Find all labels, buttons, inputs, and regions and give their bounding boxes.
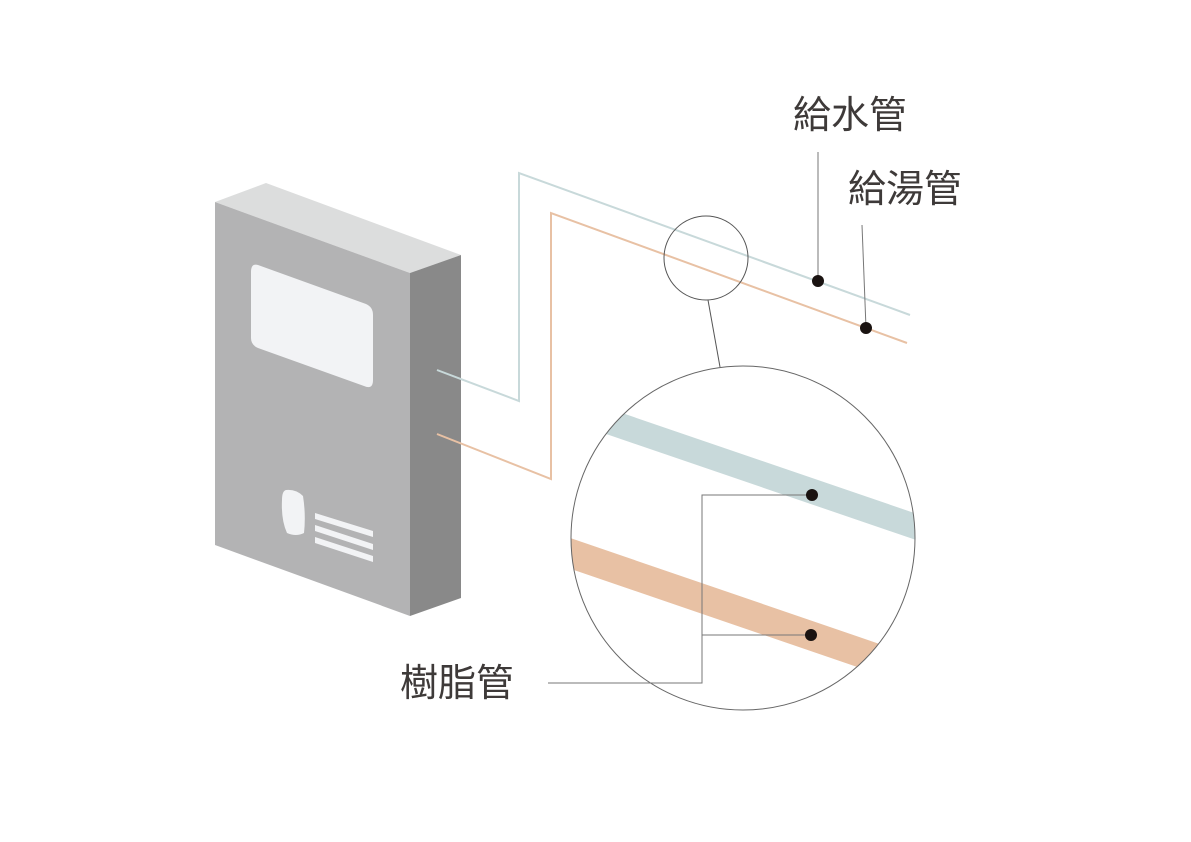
- zoom-circle-outline: [570, 365, 916, 711]
- heater-card-slot-icon: [281, 489, 305, 535]
- zoomed-pipe-view: [571, 393, 915, 694]
- cold-water-pipe-line: [436, 171, 911, 403]
- resin-pipe-label: 樹脂管: [400, 661, 515, 705]
- cold-water-pipe-label: 給水管: [793, 93, 908, 137]
- hot-pipe-leader: [861, 224, 867, 329]
- heater-top-face: [215, 183, 461, 273]
- hot-water-pipe-line: [436, 211, 908, 481]
- zoomed-cold-pipe: [571, 393, 915, 547]
- magnify-focus-circle: [663, 215, 749, 301]
- hot-water-pipe-label: 給湯管: [848, 167, 963, 211]
- resin-hot-dot: [805, 629, 817, 641]
- resin-cold-dot: [806, 489, 818, 501]
- hot-pipe-dot: [860, 322, 872, 334]
- cold-pipe-dot: [812, 275, 824, 287]
- heater-side-face: [410, 255, 461, 616]
- heater-display-panel: [251, 264, 373, 388]
- heater-vent-lines: [315, 513, 373, 562]
- zoomed-hot-pipe: [571, 529, 915, 694]
- water-heater-unit: [215, 183, 461, 616]
- magnify-connector: [707, 299, 721, 368]
- heater-front-face: [215, 202, 410, 616]
- resin-pipe-leader: [548, 494, 812, 684]
